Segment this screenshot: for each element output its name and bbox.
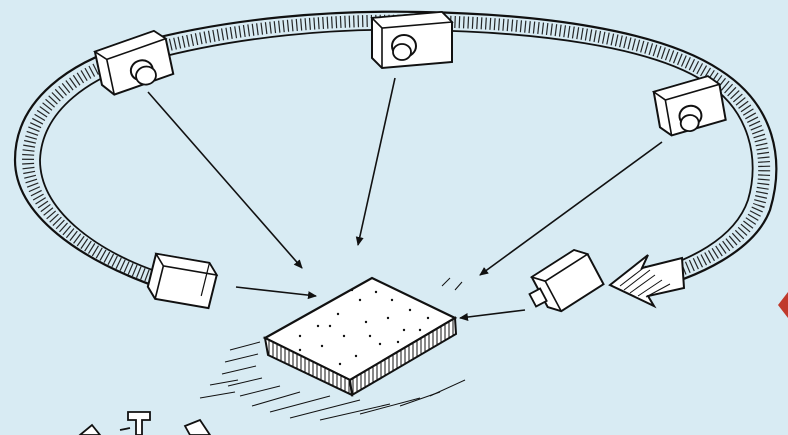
camera-icon [528,248,605,313]
camera-icon [146,252,219,310]
red-marker-icon [778,292,788,318]
view-arrows [147,77,663,321]
track-arrow-icon [608,254,686,309]
camera-icon [651,75,727,137]
arrow-icon [459,309,526,321]
arrow-icon [147,91,303,269]
block-icon [262,276,458,397]
camera-icon [370,10,454,70]
camera-icon [93,29,175,96]
partial-shapes [78,411,212,435]
shadow-hatching [199,277,466,421]
arrow-icon [479,141,663,276]
arrow-icon [355,77,396,246]
arrow-icon [235,286,317,300]
